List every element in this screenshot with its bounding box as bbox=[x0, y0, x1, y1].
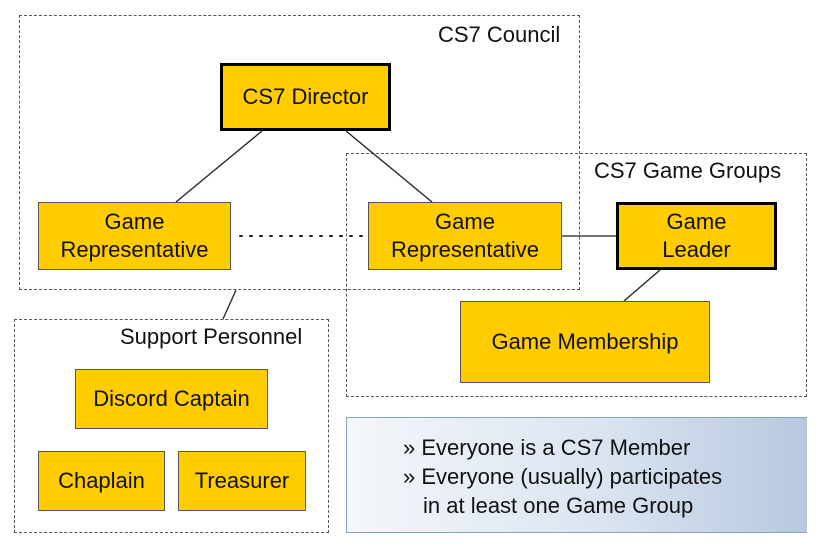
game-leader-label-line2: Leader bbox=[662, 237, 731, 262]
chaplain-node: Chaplain bbox=[38, 451, 165, 511]
cs7-director-label: CS7 Director bbox=[242, 84, 369, 109]
treasurer-label: Treasurer bbox=[194, 468, 290, 493]
cs7-director-node: CS7 Director bbox=[220, 63, 391, 131]
right-rep-label-line2: Representative bbox=[391, 237, 539, 262]
game-membership-node: Game Membership bbox=[460, 301, 710, 383]
support-personnel-group-label: Support Personnel bbox=[120, 324, 303, 349]
game-leader-node: Game Leader bbox=[616, 202, 777, 270]
treasurer-node: Treasurer bbox=[178, 451, 306, 511]
left-game-representative-node: Game Representative bbox=[38, 202, 231, 270]
game-membership-label: Game Membership bbox=[491, 329, 679, 354]
support-personnel-group bbox=[14, 319, 329, 533]
council-to-support-line bbox=[222, 289, 237, 320]
discord-captain-label: Discord Captain bbox=[93, 386, 250, 411]
council-group-label: CS7 Council bbox=[438, 22, 561, 47]
info-line-2: » Everyone (usually) participates bbox=[403, 464, 723, 489]
game-groups-group-label: CS7 Game Groups bbox=[594, 158, 782, 183]
left-rep-label-line2: Representative bbox=[60, 237, 209, 262]
info-line-1: » Everyone is a CS7 Member bbox=[403, 435, 691, 460]
right-rep-label-line1: Game bbox=[435, 209, 495, 234]
council-group bbox=[19, 15, 580, 290]
info-line-3: in at least one Game Group bbox=[423, 493, 694, 518]
membership-info-box: » Everyone is a CS7 Member » Everyone (u… bbox=[346, 417, 807, 533]
game-groups-group bbox=[346, 153, 807, 397]
discord-captain-node: Discord Captain bbox=[75, 369, 268, 429]
chaplain-label: Chaplain bbox=[58, 468, 145, 493]
right-game-representative-node: Game Representative bbox=[368, 202, 562, 270]
game-leader-label-line1: Game bbox=[666, 209, 727, 234]
left-rep-label-line1: Game bbox=[104, 209, 165, 234]
